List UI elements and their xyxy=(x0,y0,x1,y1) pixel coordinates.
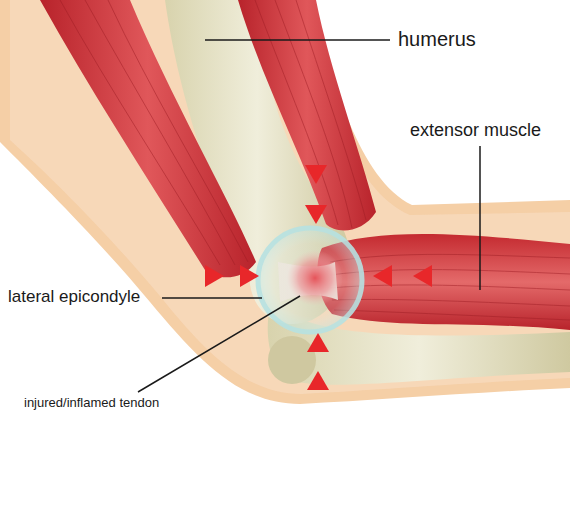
leader-lines xyxy=(138,40,480,392)
pain-ring xyxy=(258,228,362,332)
pain-arrows xyxy=(205,165,432,390)
olecranon xyxy=(268,336,316,384)
biceps-muscle xyxy=(40,0,256,277)
leader-line xyxy=(162,297,262,299)
part-label: humerus xyxy=(398,28,476,51)
part-label: lateral epicondyle xyxy=(8,287,140,307)
arm-skin-inner xyxy=(10,0,570,394)
part-label: extensor muscle xyxy=(410,120,541,141)
leader-line xyxy=(479,146,481,290)
triceps-muscle xyxy=(238,0,376,230)
leader-line xyxy=(205,39,390,41)
part-label: injured/inflamed tendon xyxy=(24,396,159,411)
leader-line xyxy=(138,296,300,392)
arm-skin xyxy=(0,0,570,404)
extensor-fibres xyxy=(330,254,570,320)
